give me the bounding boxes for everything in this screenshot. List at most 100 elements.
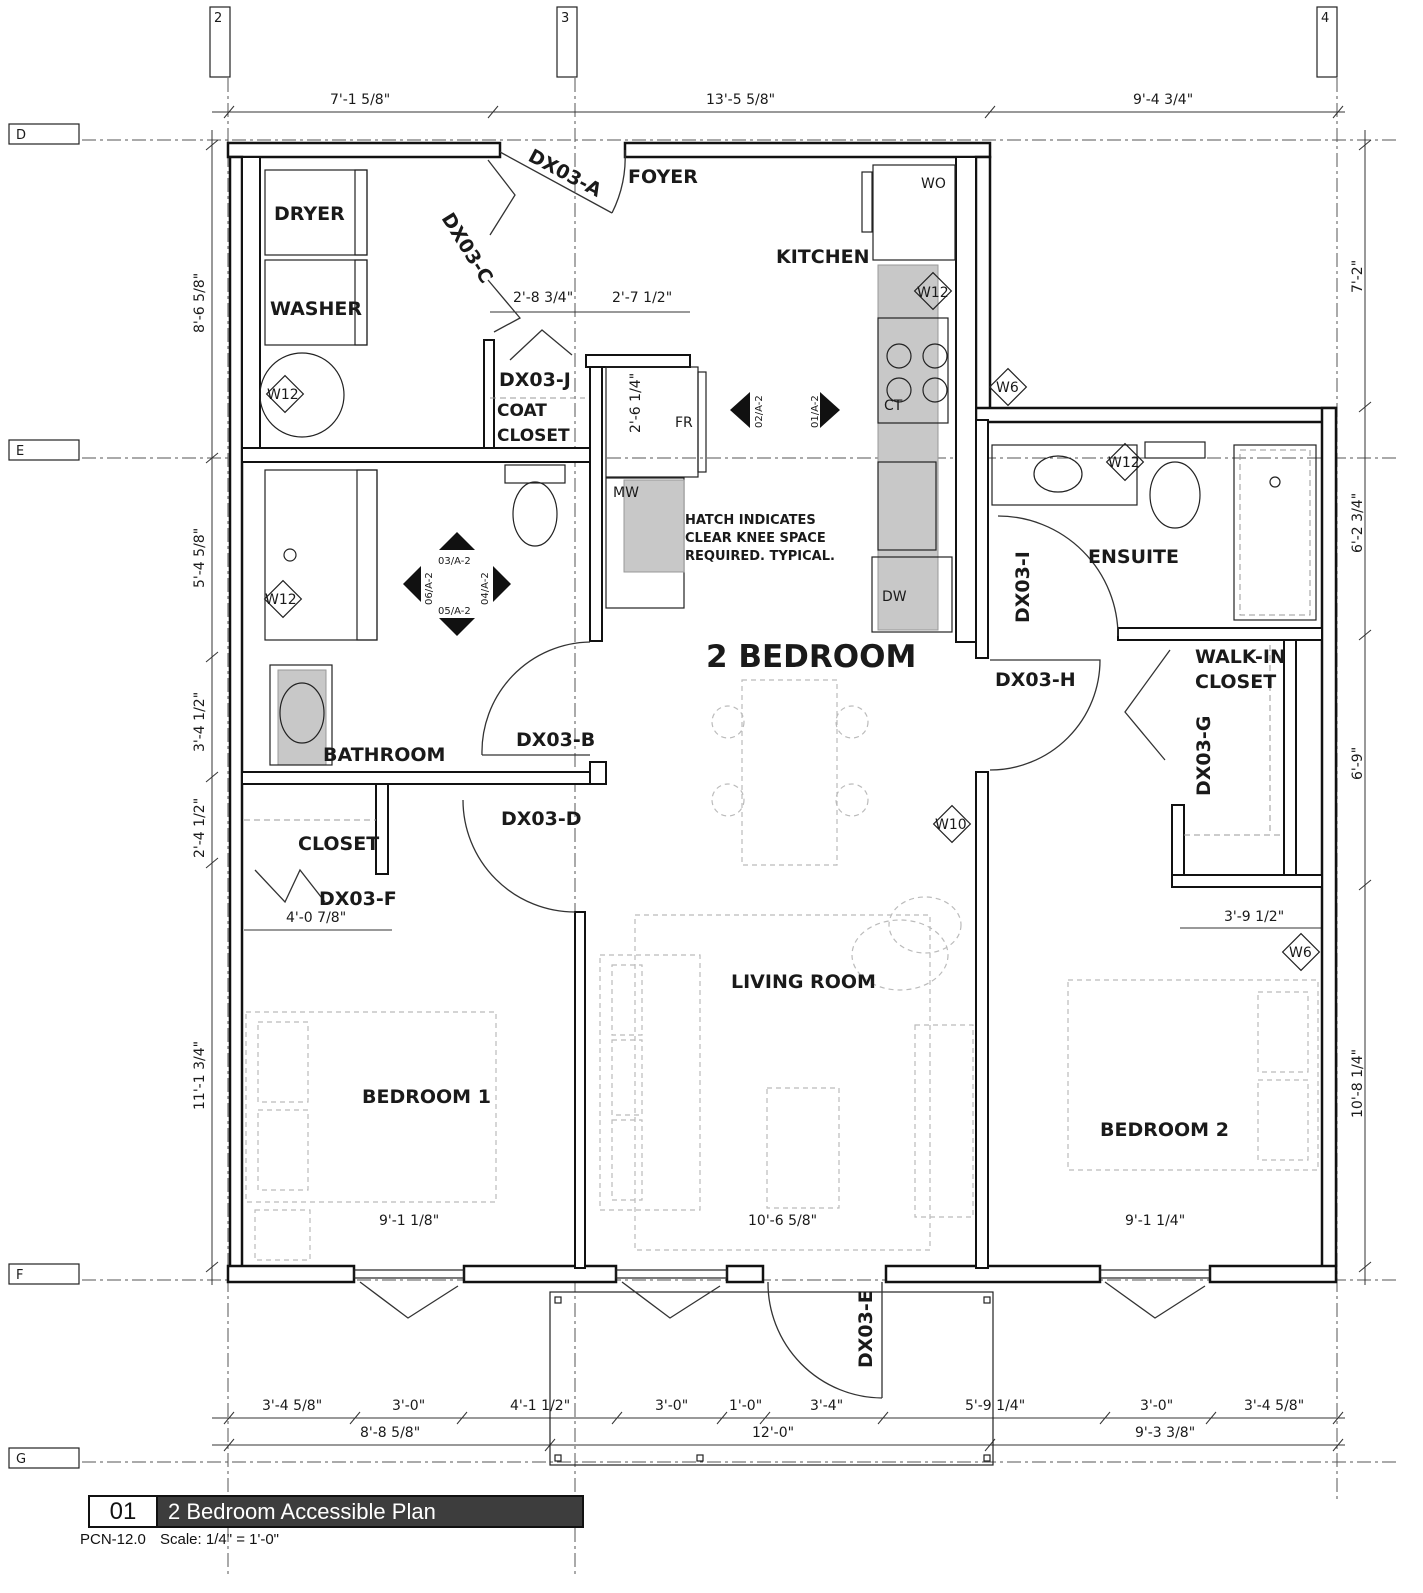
dimension-lines	[205, 105, 1372, 1452]
door-tag-e: DX03-E	[855, 1290, 877, 1368]
door-tag-h: DX03-H	[995, 669, 1076, 691]
grid-row-d: D	[16, 128, 26, 143]
title-block: 01 2 Bedroom Accessible Plan	[88, 1495, 584, 1528]
dishwasher-fixture	[871, 556, 953, 633]
svg-text:3'-4 1/2": 3'-4 1/2"	[192, 692, 208, 752]
door-swings	[254, 149, 1206, 1399]
svg-text:13'-5 5/8": 13'-5 5/8"	[706, 92, 775, 108]
label-foyer: FOYER	[628, 166, 698, 188]
svg-text:W12: W12	[917, 285, 949, 301]
unit-title: 2 BEDROOM	[706, 639, 916, 675]
window-tag-w12-bathroom: W12	[263, 579, 303, 619]
svg-text:10'-6 5/8": 10'-6 5/8"	[748, 1213, 817, 1229]
door-tags: DX03-A DX03-B DX03-C DX03-D DX03-E DX03-…	[319, 145, 1215, 1368]
svg-text:11'-1 3/4": 11'-1 3/4"	[192, 1041, 208, 1110]
drawing-title: 2 Bedroom Accessible Plan	[158, 1497, 582, 1526]
svg-text:CLEAR KNEE SPACE: CLEAR KNEE SPACE	[685, 531, 826, 546]
media-console	[914, 1024, 974, 1218]
knee-space-note: HATCH INDICATES CLEAR KNEE SPACE REQUIRE…	[685, 513, 835, 564]
window-tag-w12-kitchen: W12	[913, 271, 953, 311]
door-tag-a: DX03-A	[525, 145, 606, 202]
turning-circle	[259, 352, 345, 438]
svg-text:3'-0": 3'-0"	[655, 1398, 688, 1414]
drawing-scale: Scale: 1/4" = 1'-0"	[160, 1531, 279, 1548]
svg-text:W6: W6	[996, 380, 1019, 396]
svg-text:2'-8 3/4": 2'-8 3/4"	[513, 290, 573, 306]
svg-text:9'-4 3/4": 9'-4 3/4"	[1133, 92, 1193, 108]
svg-text:5'-9 1/4": 5'-9 1/4"	[965, 1398, 1025, 1414]
bathroom-vanity	[269, 664, 333, 766]
svg-text:4'-0 7/8": 4'-0 7/8"	[286, 910, 346, 926]
svg-text:W10: W10	[935, 817, 967, 833]
grid-row-f: F	[16, 1268, 23, 1283]
label-dishwasher: DW	[882, 589, 907, 605]
elevation-markers: 02/A-2 01/A-2 03/A-2 05/A-2 06/A-2 04/A-…	[403, 392, 840, 636]
svg-text:8'-8 5/8": 8'-8 5/8"	[360, 1425, 420, 1441]
window-tag-w6-upper: W6	[988, 367, 1028, 407]
label-ensuite: ENSUITE	[1088, 546, 1179, 568]
sheet-code: PCN-12.0	[80, 1531, 146, 1548]
svg-text:2'-6 1/4": 2'-6 1/4"	[628, 373, 644, 433]
svg-text:W6: W6	[1289, 945, 1312, 961]
bed-2	[1067, 979, 1319, 1171]
living-rug	[634, 914, 931, 1251]
coffee-table	[766, 1087, 840, 1209]
label-kitchen: KITCHEN	[776, 246, 869, 268]
cooktop-fixture	[877, 317, 949, 424]
balcony-outline	[549, 1291, 994, 1466]
svg-text:W12: W12	[1108, 455, 1140, 471]
svg-text:12'-0": 12'-0"	[752, 1425, 794, 1441]
svg-text:1'-0": 1'-0"	[729, 1398, 762, 1414]
elev-01: 01/A-2	[810, 395, 821, 428]
elev-02: 02/A-2	[754, 395, 765, 428]
bathroom-toilet	[512, 481, 558, 547]
svg-text:9'-1 1/8": 9'-1 1/8"	[379, 1213, 439, 1229]
window-tag-w10: W10	[932, 804, 972, 844]
svg-text:6'-9": 6'-9"	[1350, 747, 1366, 780]
label-bedroom-1: BEDROOM 1	[362, 1086, 491, 1108]
dimension-text: 7'-1 5/8" 13'-5 5/8" 9'-4 3/4" 8'-6 5/8"…	[192, 92, 1366, 1441]
furniture	[245, 679, 1319, 1261]
door-tag-i: DX03-I	[1012, 551, 1034, 623]
elev-04: 04/A-2	[480, 572, 491, 605]
window-tag-w12-ensuite: W12	[1105, 442, 1145, 482]
label-fridge: FR	[675, 415, 693, 431]
window-tag-w12-laundry: W12	[265, 374, 305, 414]
label-coat: COAT	[497, 401, 547, 421]
door-tag-g: DX03-G	[1193, 716, 1215, 796]
svg-text:8'-6 5/8": 8'-6 5/8"	[192, 273, 208, 333]
label-coat-closet: CLOSET	[497, 426, 570, 446]
svg-text:3'-4 5/8": 3'-4 5/8"	[262, 1398, 322, 1414]
kitchen-sink-fixture	[877, 461, 937, 551]
svg-text:2'-7 1/2": 2'-7 1/2"	[612, 290, 672, 306]
drawing-number: 01	[90, 1497, 158, 1526]
svg-text:9'-1 1/4": 9'-1 1/4"	[1125, 1213, 1185, 1229]
svg-text:7'-2": 7'-2"	[1350, 260, 1366, 293]
door-tag-c: DX03-C	[437, 209, 497, 287]
walls	[226, 141, 1338, 1284]
svg-text:HATCH INDICATES: HATCH INDICATES	[685, 513, 816, 528]
svg-text:3'-9 1/2": 3'-9 1/2"	[1224, 909, 1284, 925]
svg-text:3'-4": 3'-4"	[810, 1398, 843, 1414]
label-walk-in: WALK-IN	[1195, 646, 1286, 668]
ensuite-vanity	[991, 444, 1138, 506]
svg-text:7'-1 5/8": 7'-1 5/8"	[330, 92, 390, 108]
dining-table	[741, 679, 838, 866]
svg-text:6'-2 3/4": 6'-2 3/4"	[1350, 493, 1366, 553]
appliance-labels: WO CT DW FR MW	[613, 176, 946, 605]
svg-text:2'-4 1/2": 2'-4 1/2"	[192, 798, 208, 858]
door-tag-j: DX03-J	[499, 369, 571, 391]
bed-1	[245, 1011, 497, 1203]
label-walk-in-closet: CLOSET	[1195, 671, 1276, 693]
armchair	[851, 919, 949, 991]
label-washer: WASHER	[270, 298, 362, 320]
ensuite-shower	[1233, 444, 1317, 621]
label-bathroom: BATHROOM	[323, 744, 445, 766]
door-tag-b: DX03-B	[516, 729, 595, 751]
label-bedroom-2: BEDROOM 2	[1100, 1119, 1229, 1141]
grid-col-3: 3	[561, 11, 569, 26]
label-living-room: LIVING ROOM	[731, 971, 876, 993]
elev-06: 06/A-2	[424, 572, 435, 605]
window-tag-w6-bedroom2: W6	[1281, 932, 1321, 972]
